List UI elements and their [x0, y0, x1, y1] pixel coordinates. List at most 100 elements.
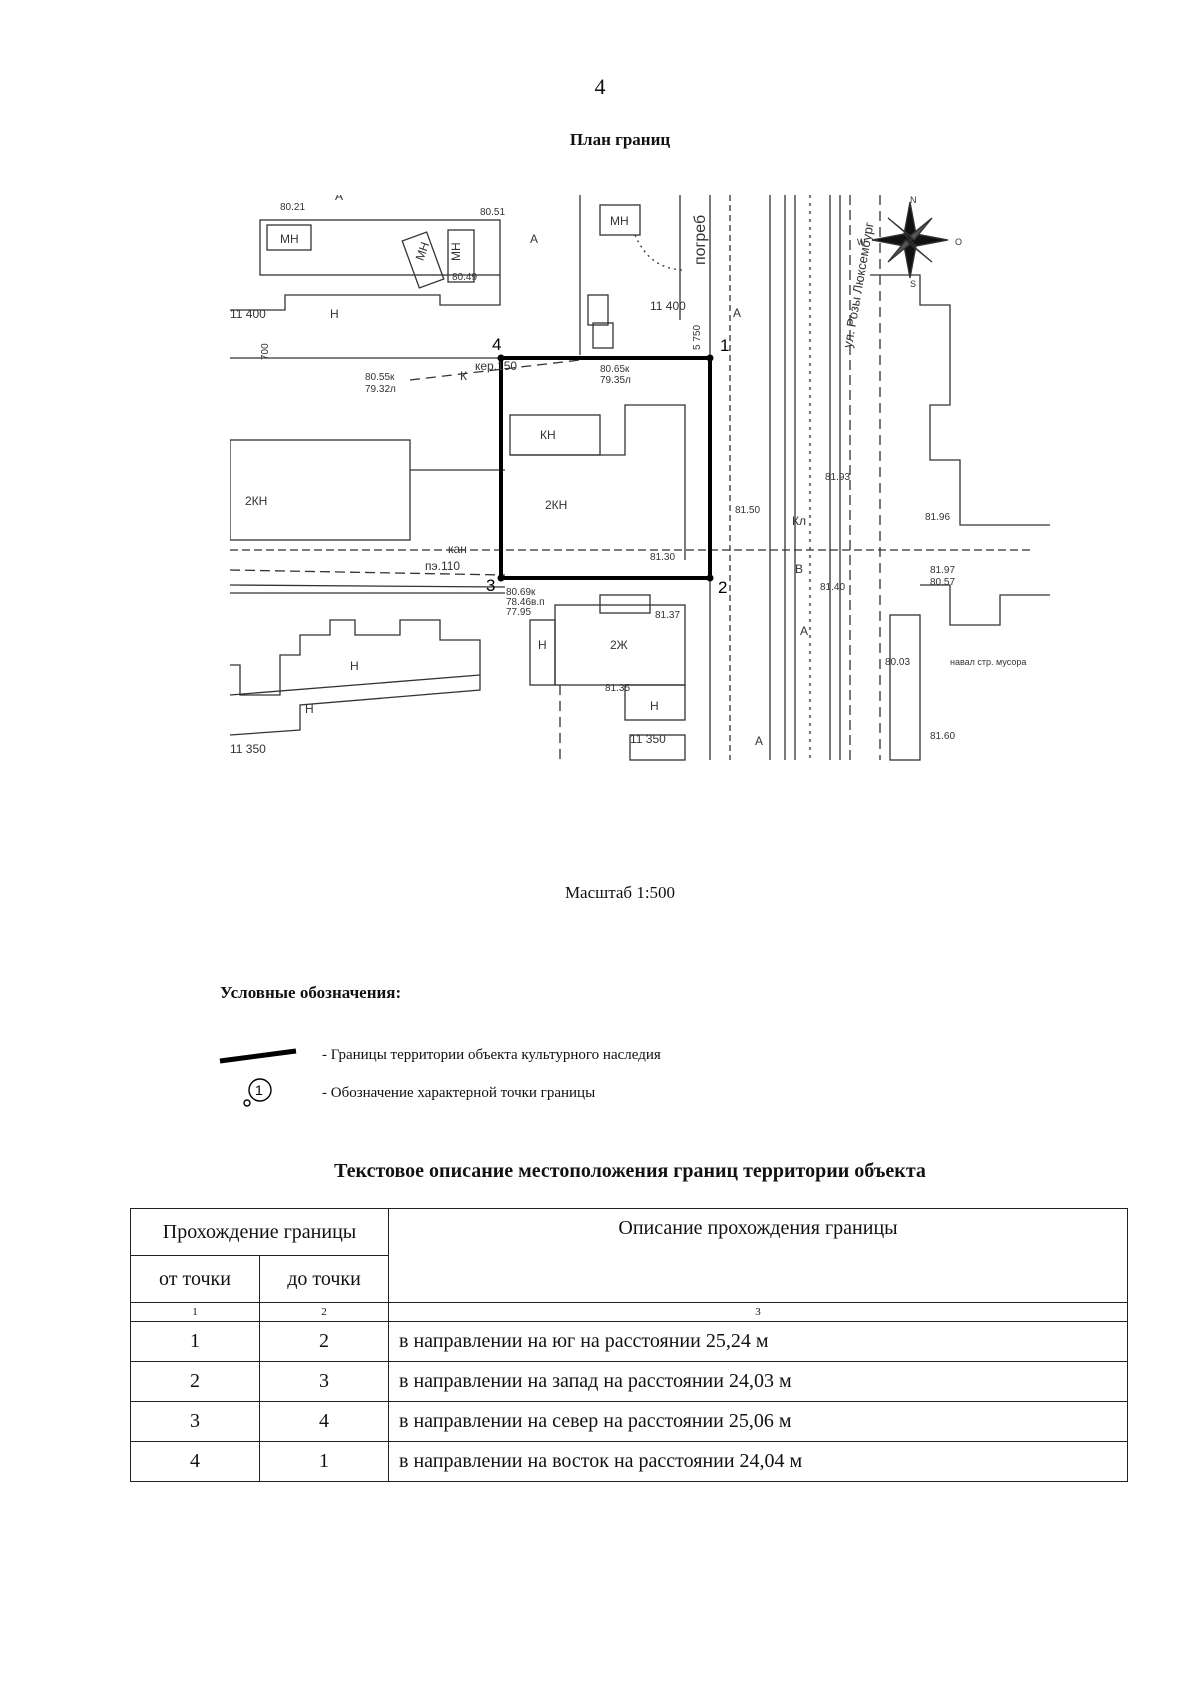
- map-label-elev-8069: 80.69к: [506, 587, 536, 598]
- header-to: до точки: [259, 1255, 389, 1303]
- map-building-n-southwest: [230, 619, 481, 736]
- plan-title: План границ: [569, 130, 671, 149]
- boundary-point-3-marker: [497, 574, 505, 582]
- scale-label: Масштаб 1:500: [564, 883, 676, 902]
- map-label-grid-11400-left: 11 400: [230, 307, 266, 321]
- map-building-n-sc: [529, 619, 556, 686]
- map-label-n-top: Н: [330, 307, 339, 321]
- map-label-grid-700: 700: [260, 343, 271, 360]
- table-row: 3 4 в направлении на север на расстоянии…: [130, 1401, 1128, 1442]
- col-number-3: 3: [388, 1302, 1128, 1322]
- compass-label-n: N: [910, 195, 917, 205]
- map-label-grid-11350: 11 350: [230, 742, 266, 756]
- row-desc: в направлении на запад на расстоянии 24,…: [388, 1361, 1128, 1402]
- map-building-2kn-center: [510, 404, 686, 560]
- boundary-point-4-marker: [497, 354, 505, 362]
- map-label-pogreb: погреб: [692, 215, 709, 265]
- compass-label-w: W: [857, 237, 866, 247]
- map-label-elev-8196: 81.96: [925, 512, 950, 523]
- map-building-mn-small-2: [592, 322, 614, 349]
- map-label-2zh: 2Ж: [610, 638, 628, 652]
- map-label-elev-8055: 80.55к: [365, 372, 395, 383]
- map-label-a-3: А: [733, 306, 741, 320]
- map-label-grid-11350-right: 11 350: [630, 732, 666, 746]
- map-building-n-top: [230, 275, 501, 311]
- map-label-musor: навал стр. мусора: [950, 657, 1026, 667]
- table-row: 1 2 в направлении на юг на расстоянии 25…: [130, 1321, 1128, 1362]
- boundary-point-2-label: 2: [718, 578, 727, 597]
- map-label-elev-7932: 79.32л: [365, 384, 396, 395]
- map-label-elev-8021: 80.21: [280, 202, 305, 213]
- section-title: Текстовое описание местоположения границ…: [334, 1160, 926, 1182]
- map-label-n-sc: Н: [538, 638, 547, 652]
- table-row: 2 3 в направлении на запад на расстоянии…: [130, 1361, 1128, 1402]
- map-label-grid-11400-right: 11 400: [650, 299, 686, 313]
- legend-title: Условные обозначения:: [220, 983, 402, 1002]
- map-label-n-sw-2: Н: [305, 702, 314, 716]
- map-label-mn-3: МН: [449, 242, 463, 261]
- row-from: 1: [130, 1321, 260, 1362]
- header-group: Прохождение границы: [130, 1208, 389, 1256]
- map-label-grid-750: 5 750: [692, 325, 703, 350]
- map-label-kn: КН: [540, 428, 556, 442]
- map-label-ker150: кер.150: [475, 359, 517, 373]
- boundary-point-1-marker: [706, 354, 714, 362]
- point-marker-icon: 1: [243, 1078, 272, 1107]
- col-number-1: 1: [130, 1302, 260, 1322]
- row-from: 3: [130, 1401, 260, 1442]
- boundary-point-2-marker: [706, 574, 714, 582]
- map-label-mn-top: МН: [610, 214, 629, 228]
- map-building-mn-block: [259, 219, 501, 276]
- map-label-elev-7846: 78.46в.п: [506, 597, 545, 608]
- map-label-elev-8065: 80.65к: [600, 364, 630, 375]
- map-label-a-2: А: [530, 232, 538, 246]
- row-to: 2: [259, 1321, 389, 1362]
- map-label-v: В: [795, 562, 803, 576]
- table-column-numbers: 1 2 3: [130, 1302, 1128, 1322]
- map-building-mn-top: [599, 204, 641, 236]
- compass-label-e: O: [955, 237, 962, 247]
- legend-item-boundary: - Границы территории объекта культурного…: [218, 1045, 661, 1065]
- col-number-2: 2: [259, 1302, 389, 1322]
- boundary-line-icon: [219, 1048, 297, 1064]
- map-building-mn-small: [587, 294, 609, 326]
- map-label-n-sw: Н: [350, 659, 359, 673]
- map-building-mn-3: [447, 229, 475, 283]
- legend-item-boundary-text: - Границы территории объекта культурного…: [322, 1046, 661, 1063]
- map-label-elev-8193: 81.93: [825, 472, 850, 483]
- object-boundary: [499, 356, 712, 580]
- map-label-k: К: [460, 369, 467, 383]
- compass-label-s: S: [910, 279, 916, 289]
- map-label-elev-8003: 80.03: [885, 657, 910, 668]
- map-label-elev-8049: 80.49: [452, 272, 477, 283]
- map-label-elev-8135: 81.35: [605, 683, 630, 694]
- boundary-point-1-label: 1: [720, 336, 729, 355]
- map-label-pe110: пэ.110: [425, 559, 460, 573]
- row-desc: в направлении на восток на расстоянии 24…: [388, 1441, 1128, 1482]
- header-desc: Описание прохождения границы: [388, 1208, 1128, 1303]
- map-label-elev-7795: 77.95: [506, 607, 531, 618]
- map-label-elev-8057: 80.57: [930, 577, 955, 588]
- map-label-elev-8130: 81.30: [650, 552, 675, 563]
- map-label-kan: кан: [448, 542, 467, 556]
- map-building-n-sc-top: [599, 594, 651, 614]
- map-label-elev-8160: 81.60: [930, 731, 955, 742]
- row-to: 1: [259, 1441, 389, 1482]
- map-building-mn-2: [401, 231, 445, 289]
- map-building-n-sc-last: [629, 734, 686, 761]
- map-label-elev-8140: 81.40: [820, 582, 845, 593]
- map-label-elev-8051: 80.51: [480, 207, 505, 218]
- map-label-a-4: А: [800, 624, 808, 638]
- map-label-mn-2: МН: [413, 240, 433, 262]
- header-from: от точки: [130, 1255, 260, 1303]
- row-desc: в направлении на север на расстоянии 25,…: [388, 1401, 1128, 1442]
- boundary-description-table: Прохождение границы Описание прохождения…: [130, 1208, 1128, 1482]
- map-label-a-1: А: [335, 195, 343, 203]
- boundary-point-3-label: 3: [486, 576, 495, 595]
- row-from: 4: [130, 1441, 260, 1482]
- map-label-kl: Кл: [792, 514, 806, 528]
- map-label-2kn-left: 2КН: [245, 494, 267, 508]
- row-to: 3: [259, 1361, 389, 1402]
- legend-item-point: 1 - Обозначение характерной точки границ…: [218, 1075, 595, 1111]
- map-label-elev-8137: 81.37: [655, 610, 680, 621]
